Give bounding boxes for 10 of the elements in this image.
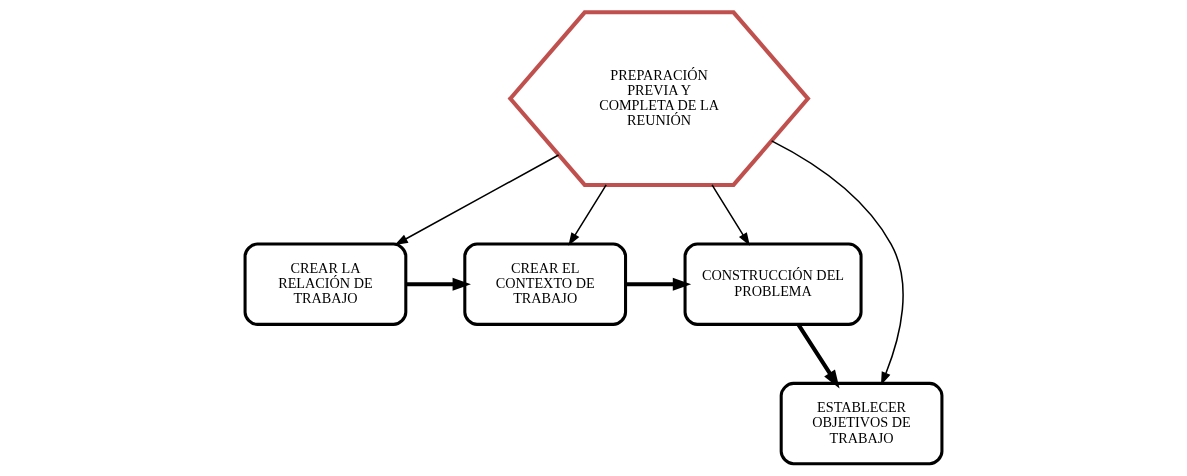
arrow	[711, 184, 750, 246]
node-box: CONSTRUCCIÓN DEL PROBLEMA	[683, 242, 863, 326]
arrow	[625, 277, 692, 291]
arrow	[406, 277, 471, 291]
arrow	[568, 184, 607, 246]
node-box: CREAR EL CONTEXTO DE TRABAJO	[463, 242, 628, 326]
arrow	[394, 154, 560, 246]
arrow	[796, 323, 840, 389]
node-box: ESTABLECER OBJETIVOS DE TRABAJO	[779, 381, 944, 466]
node-box: CREAR LA RELACIÓN DE TRABAJO	[243, 242, 408, 326]
